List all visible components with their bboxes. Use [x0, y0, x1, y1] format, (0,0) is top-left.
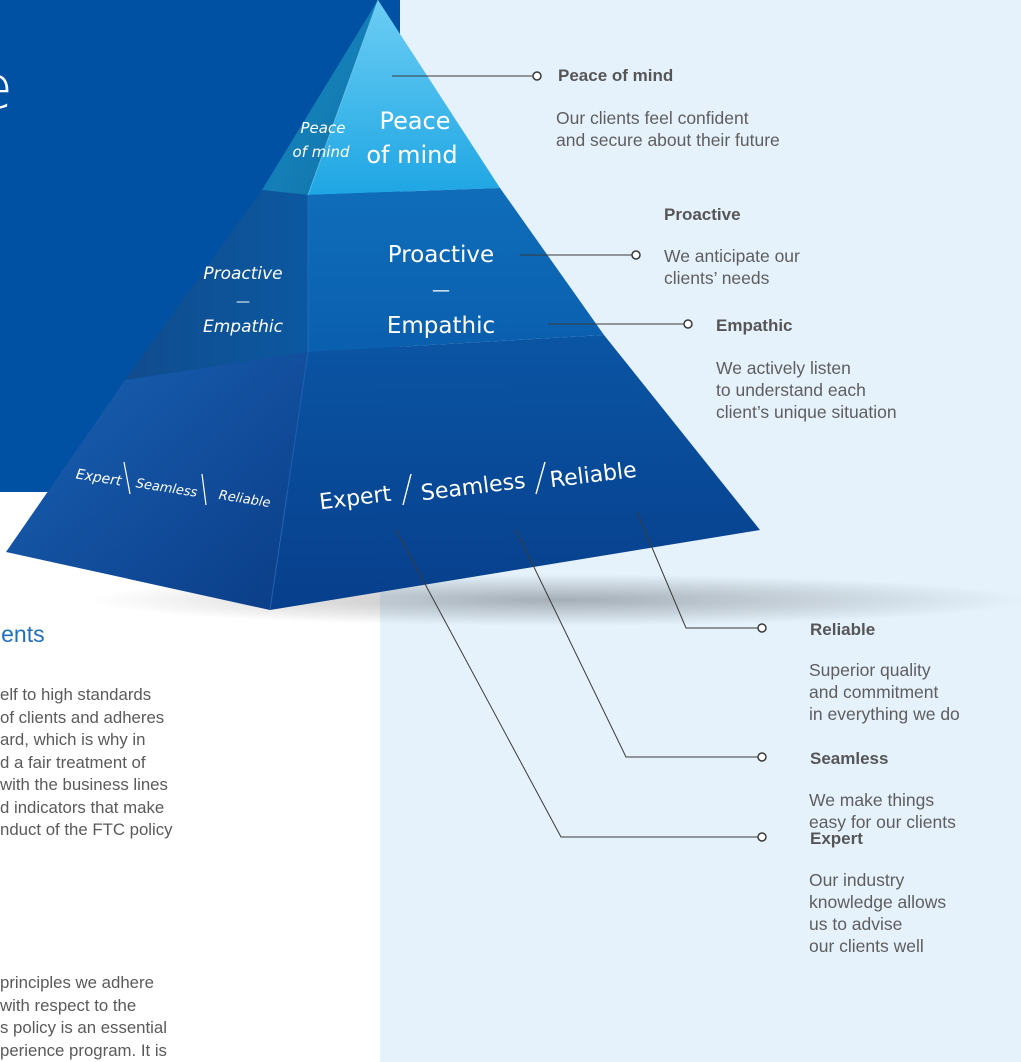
- annotation-seamless-desc: We make things easy for our clients: [809, 789, 956, 833]
- paragraph-line: with respect to the: [0, 995, 137, 1015]
- annotation-seamless-line: easy for our clients: [809, 812, 956, 832]
- annotation-empathic-line: client’s unique situation: [716, 402, 897, 422]
- leader-proactive-node: [631, 250, 641, 260]
- middle-side-separator: —: [236, 294, 250, 310]
- paragraph-line: d indicators that make: [0, 797, 165, 817]
- annotation-proactive-desc: We anticipate our clients’ needs: [664, 245, 800, 289]
- apex-side-label-line2: of mind: [292, 143, 350, 161]
- apex-side-label-line1: Peace: [301, 119, 346, 137]
- leader-seamless-node: [757, 752, 767, 762]
- leader-empathic-node: [683, 319, 693, 329]
- paragraph-line: elf to high standards: [0, 685, 152, 704]
- annotation-reliable-desc: Superior quality and commitment in every…: [809, 659, 960, 725]
- annotation-expert-desc: Our industry knowledge allows us to advi…: [809, 869, 946, 957]
- middle-side-face: [125, 190, 308, 380]
- apex-front-label-line1: Peace: [379, 107, 450, 135]
- bottom-side-label-expert: Expert: [75, 467, 123, 490]
- bottom-front-divider-2: [535, 461, 546, 495]
- bottom-front-face: [270, 335, 760, 610]
- annotation-expert-line: knowledge allows: [809, 892, 947, 912]
- middle-side-label-1: Proactive: [203, 264, 282, 284]
- middle-front-label-1: Proactive: [388, 242, 494, 268]
- leader-expert: [395, 529, 758, 838]
- paragraph-line: d a fair treatment of: [0, 752, 146, 772]
- annotation-empathic-line: We actively listen: [716, 358, 851, 378]
- section-paragraph-2: principles we adhere with respect to the…: [0, 972, 167, 1062]
- paragraph-line: ard, which is why in: [0, 730, 146, 749]
- leader-peace-node: [532, 71, 542, 81]
- paragraph-line: nduct of the FTC policy: [0, 820, 173, 839]
- annotation-reliable-line: and commitment: [809, 682, 939, 702]
- paragraph-line: principles we adhere: [0, 973, 154, 992]
- annotation-peace-title: Peace of mind: [558, 66, 674, 85]
- middle-front-separator: —: [432, 280, 450, 301]
- annotation-peace-desc: Our clients feel confident and secure ab…: [556, 107, 780, 151]
- apex-front-face: [308, 0, 500, 195]
- paragraph-line: perience program. It is: [0, 1040, 167, 1060]
- annotation-empathic-title: Empathic: [716, 316, 793, 335]
- paragraph-line: of clients and adheres: [0, 707, 165, 727]
- annotation-reliable-title: Reliable: [810, 620, 876, 639]
- leader-reliable: [636, 511, 758, 629]
- annotation-reliable-line: Superior quality: [809, 660, 931, 680]
- annotation-expert-line: Our industry: [809, 870, 905, 890]
- apex-front-label-line2: of mind: [366, 141, 457, 169]
- annotation-expert-line: our clients well: [809, 936, 924, 956]
- leader-reliable-node: [757, 623, 767, 633]
- leader-expert-node: [757, 832, 767, 842]
- middle-front-label-2: Empathic: [387, 313, 495, 339]
- apex-side-face: [262, 0, 378, 195]
- annotation-proactive-title: Proactive: [664, 205, 741, 224]
- annotation-peace-line: and secure about their future: [556, 130, 780, 150]
- bottom-side-divider-2: [201, 473, 207, 506]
- annotation-expert-title: Expert: [810, 829, 863, 848]
- partial-heading: e: [0, 58, 30, 118]
- annotation-peace-line: Our clients feel confident: [556, 108, 749, 128]
- section-heading: ients: [0, 621, 45, 647]
- annotation-empathic-desc: We actively listen to understand each cl…: [716, 357, 897, 423]
- bottom-front-divider-1: [402, 473, 412, 506]
- paragraph-line: s policy is an essential: [0, 1018, 167, 1037]
- middle-side-label-2: Empathic: [203, 317, 284, 337]
- annotation-proactive-line: We anticipate our: [664, 246, 800, 266]
- bottom-side-divider-1: [123, 461, 131, 495]
- annotation-reliable-line: in everything we do: [809, 704, 960, 724]
- annotation-seamless-line: We make things: [809, 790, 935, 810]
- annotation-expert-line: us to advise: [809, 914, 903, 934]
- leader-seamless: [515, 529, 758, 758]
- annotation-proactive-line: clients’ needs: [664, 268, 770, 288]
- paragraph-line: with the business lines: [0, 775, 168, 794]
- bottom-side-face: [6, 352, 308, 610]
- middle-front-face: [308, 188, 604, 352]
- annotation-seamless-title: Seamless: [810, 749, 889, 768]
- section-paragraph-1: elf to high standards of clients and adh…: [0, 684, 173, 842]
- annotation-empathic-line: to understand each: [716, 380, 866, 400]
